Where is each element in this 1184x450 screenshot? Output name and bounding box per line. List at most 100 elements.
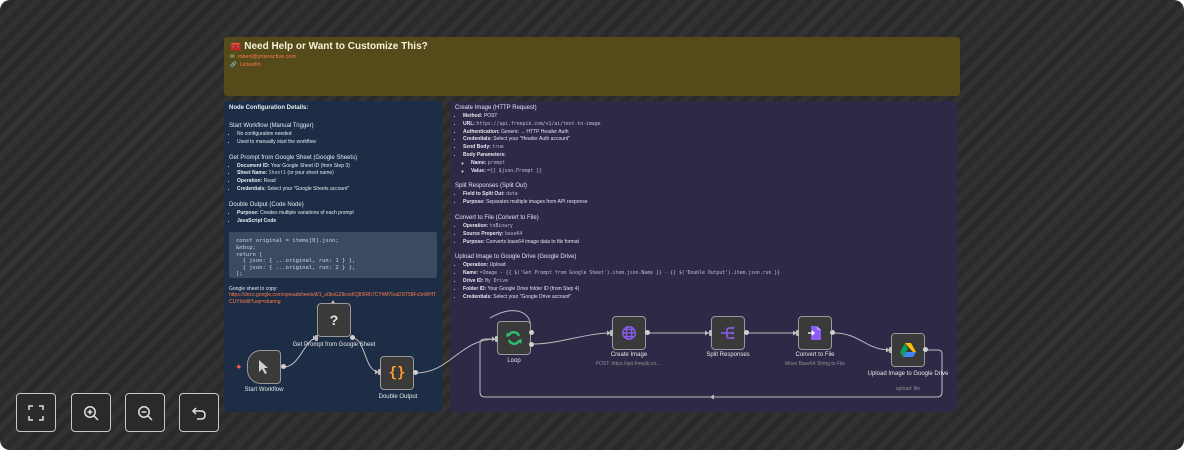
list-item: Name: =Image - {{ $('Get Prompt from Goo…	[463, 270, 952, 278]
input-port[interactable]	[709, 330, 712, 336]
link-icon: 🔗	[230, 62, 237, 68]
gsheet-list: Document ID: Your Google Sheet ID (from …	[229, 163, 437, 194]
help-title: 🧰 Need Help or Want to Customize This?	[230, 41, 428, 52]
list-item: Credentials: Select your "Header Auth ac…	[463, 136, 952, 144]
zoom-out-button[interactable]	[125, 393, 165, 432]
sheet-url-link[interactable]: https://docs.google.com/spreadsheets/d/1…	[229, 292, 437, 306]
double-list: Purpose: Creates multiple variations of …	[229, 210, 437, 226]
section-title: Create Image (HTTP Request)	[455, 105, 537, 111]
list-item: Method: POST	[463, 113, 952, 121]
output-port-done[interactable]	[529, 330, 534, 335]
node-double-output[interactable]: {}	[380, 356, 414, 390]
zoom-in-icon	[84, 405, 99, 421]
section-title: Split Responses (Split Out)	[455, 183, 528, 190]
input-port[interactable]	[610, 330, 613, 336]
node-loop[interactable]	[497, 321, 531, 355]
list-item: Used to manually start the workflow	[237, 139, 437, 147]
list-item: Send Body: true	[463, 144, 952, 152]
list-item: Credentials: Select your "Google Drive a…	[463, 294, 952, 302]
node-label: Convert to File	[795, 352, 835, 358]
section-title: Start Workflow (Manual Trigger)	[229, 123, 314, 129]
list-item: Operation: toBinary	[463, 223, 952, 231]
list-item: Document ID: Your Google Sheet ID (from …	[237, 163, 437, 171]
list-item: Folder ID: Your Google Drive folder ID (…	[463, 286, 952, 294]
list-item: Purpose: Creates multiple variations of …	[237, 210, 437, 218]
list-item: Value: ={{ $json.Prompt }}	[471, 168, 952, 176]
sheet-label: Google sheet to copy:	[229, 286, 278, 293]
loop-icon	[506, 331, 522, 345]
output-port[interactable]	[645, 330, 650, 335]
node-label: Split Responses	[706, 352, 750, 358]
google-drive-icon	[900, 343, 916, 357]
node-label: Double Output	[378, 394, 418, 400]
api-sticky-note[interactable]: Create Image (HTTP Request) Method: POST…	[450, 101, 957, 412]
code-block: const original = items[0].json; &nbsp; r…	[229, 232, 437, 279]
list-item: Name: prompt	[471, 160, 952, 168]
list-item: Field to Split Out: data	[463, 191, 952, 199]
config-header: Node Configuration Details:	[229, 105, 309, 111]
node-convert-to-file[interactable]	[798, 316, 832, 350]
list-item: Source Property: base64	[463, 231, 952, 239]
split-icon	[721, 326, 735, 340]
undo-icon	[191, 406, 206, 420]
start-list: No configuration needed Used to manually…	[229, 131, 437, 147]
toolbox-icon: 🧰	[230, 41, 242, 51]
node-label: Create Image	[610, 352, 648, 358]
list-item: Operation: Read	[237, 178, 437, 186]
node-get-prompt-gsheet[interactable]: ?	[317, 303, 351, 337]
list-item: Authentication: Generic → HTTP Header Au…	[463, 129, 952, 137]
email-link[interactable]: ✉ robert@ynteractive.com	[230, 54, 297, 60]
list-item: Purpose: Separates multiple images from …	[463, 199, 952, 207]
split-list: Field to Split Out: data Purpose: Separa…	[455, 191, 952, 207]
list-item: JavaScript Code	[237, 218, 437, 226]
section-title: Get Prompt from Google Sheet (Google She…	[229, 154, 358, 161]
node-label: Get Prompt from Google Sheet	[292, 342, 376, 348]
input-port[interactable]	[495, 336, 498, 342]
fit-view-icon	[28, 404, 44, 421]
output-port[interactable]	[281, 364, 286, 369]
section-title: Upload Image to Google Drive (Google Dri…	[455, 254, 577, 261]
output-port[interactable]	[350, 335, 355, 340]
email-icon: ✉	[230, 54, 235, 60]
question-mark-icon: ?	[329, 312, 339, 328]
node-start-workflow[interactable]	[247, 350, 281, 384]
globe-icon	[622, 326, 636, 340]
node-subtitle: upload: file	[895, 386, 921, 392]
upload-list: Operation: Upload Name: =Image - {{ $('G…	[455, 262, 952, 301]
convert-list: Operation: toBinary Source Property: bas…	[455, 223, 952, 246]
node-create-image[interactable]	[612, 316, 646, 350]
node-upload-google-drive[interactable]	[891, 333, 925, 367]
node-split-responses[interactable]	[711, 316, 745, 350]
zoom-out-icon	[138, 405, 153, 421]
trigger-indicator-icon: ✦	[235, 362, 243, 372]
input-port[interactable]	[796, 330, 799, 336]
node-label: Loop	[507, 358, 521, 364]
list-item: Body Parameters:	[463, 152, 952, 160]
output-port[interactable]	[830, 330, 835, 335]
create-list: Method: POST URL: https://api.freepik.co…	[455, 113, 952, 175]
section-title: Convert to File (Convert to File)	[455, 214, 539, 221]
list-item: Credentials: Select your "Google Sheets …	[237, 186, 437, 194]
undo-button[interactable]	[179, 393, 219, 432]
cursor-icon	[259, 360, 268, 374]
output-port-loop[interactable]	[529, 342, 534, 347]
node-subtitle: POST: https://api.freepik.co...	[595, 361, 661, 367]
help-sticky-note[interactable]: 🧰 Need Help or Want to Customize This? ✉…	[224, 37, 960, 96]
zoom-in-button[interactable]	[71, 393, 111, 432]
node-subtitle: Move Base64 String to File	[784, 361, 846, 367]
code-braces-icon: {}	[388, 365, 406, 381]
list-item: Sheet Name: Sheet1 (or your sheet name)	[237, 170, 437, 178]
output-port[interactable]	[923, 347, 928, 352]
file-convert-icon	[808, 326, 821, 340]
list-item: Operation: Upload	[463, 262, 952, 270]
list-item: Drive ID: My Drive	[463, 278, 952, 286]
output-port[interactable]	[744, 330, 749, 335]
fit-view-button[interactable]	[16, 393, 56, 432]
input-port[interactable]	[889, 347, 892, 353]
input-port[interactable]	[378, 369, 381, 375]
output-port[interactable]	[413, 370, 418, 375]
list-item: URL: https://api.freepik.com/v1/ai/text-…	[463, 121, 952, 129]
linkedin-link[interactable]: 🔗 LinkedIn	[230, 62, 261, 68]
input-port[interactable]	[315, 335, 318, 341]
